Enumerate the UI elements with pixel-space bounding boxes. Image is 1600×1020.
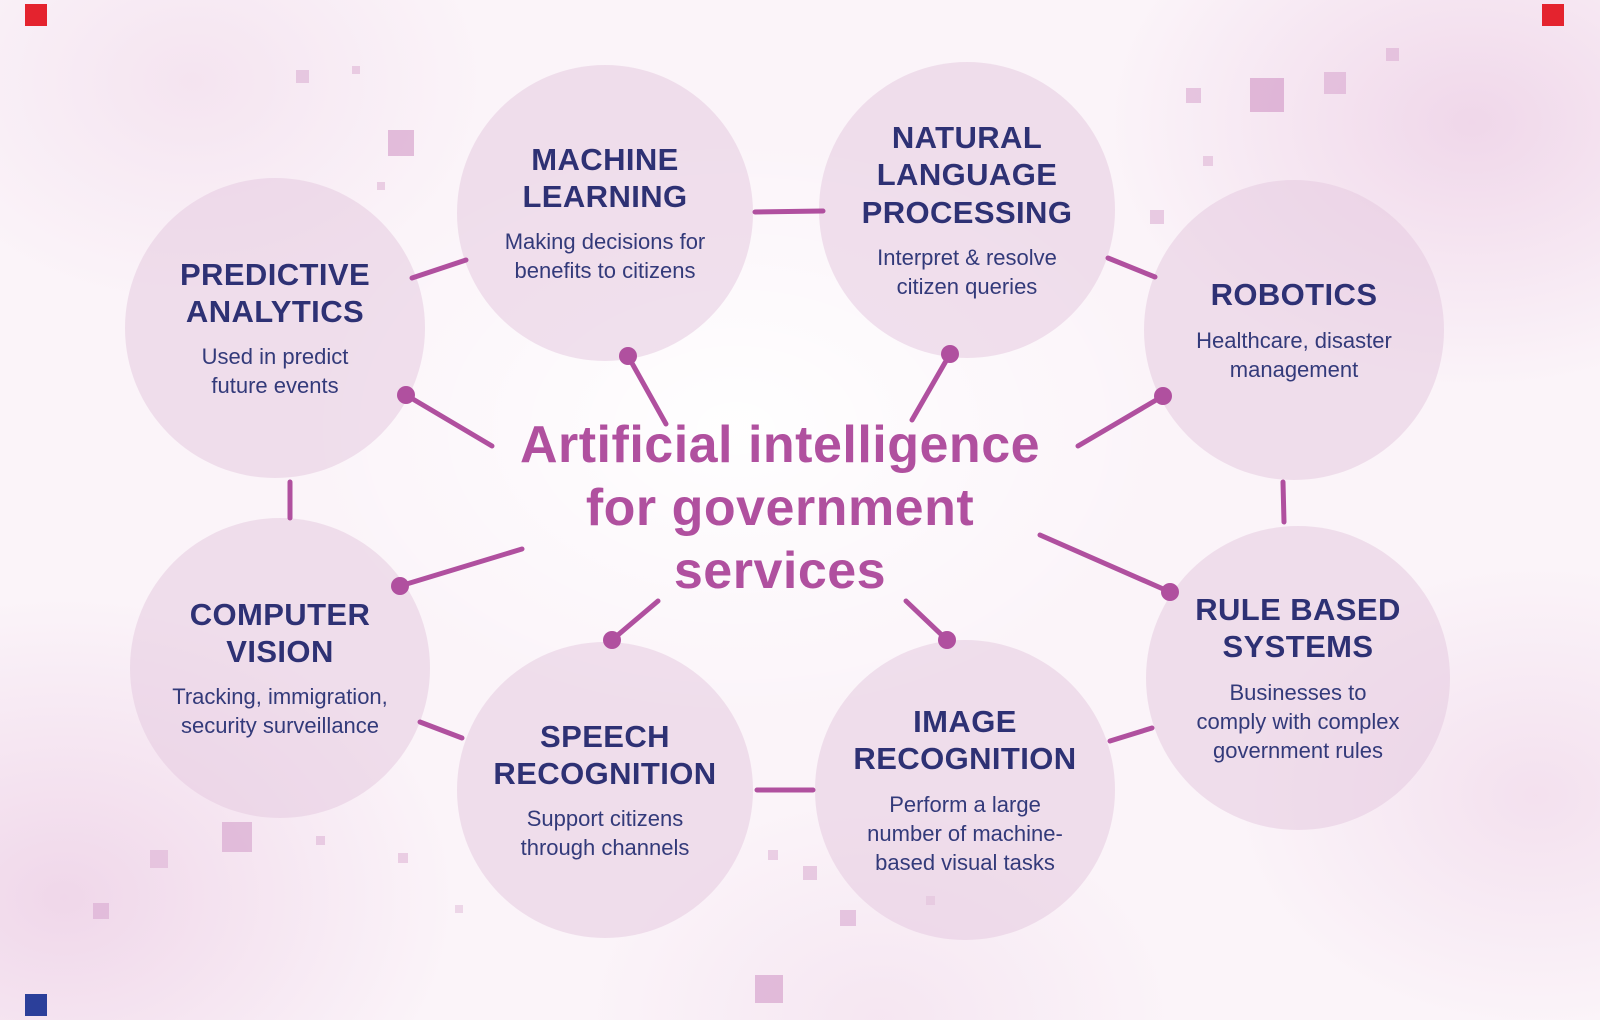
- decor-square: [377, 182, 385, 190]
- node-title: COMPUTER VISION: [189, 596, 371, 669]
- node-speech-recognition: SPEECH RECOGNITION Support citizens thro…: [457, 642, 753, 938]
- decor-square: [1386, 48, 1399, 61]
- node-predictive-analytics: PREDICTIVE ANALYTICS Used in predict fut…: [125, 178, 425, 478]
- decor-square: [840, 910, 856, 926]
- node-description: Perform a large number of machine- based…: [867, 791, 1063, 875]
- decor-square: [803, 866, 817, 880]
- decor-square: [93, 903, 109, 919]
- node-title: RULE BASED SYSTEMS: [1195, 592, 1401, 665]
- node-machine-learning: MACHINE LEARNING Making decisions for be…: [457, 65, 753, 361]
- node-title: SPEECH RECOGNITION: [493, 718, 717, 791]
- node-description: Used in predict future events: [201, 344, 349, 399]
- node-natural-language-processing: NATURAL LANGUAGE PROCESSING Interpret & …: [819, 62, 1115, 358]
- node-title: ROBOTICS: [1210, 277, 1378, 313]
- decor-square: [755, 975, 783, 1003]
- node-description: Making decisions for benefits to citizen…: [504, 229, 706, 284]
- node-description: Healthcare, disaster management: [1196, 327, 1392, 382]
- node-title: MACHINE LEARNING: [522, 141, 688, 214]
- decor-square: [316, 836, 325, 845]
- node-description: Businesses to comply with complex govern…: [1196, 679, 1400, 763]
- node-robotics: ROBOTICS Healthcare, disaster management: [1144, 180, 1444, 480]
- decor-square: [1203, 156, 1213, 166]
- decor-square: [296, 70, 309, 83]
- decor-square: [455, 905, 463, 913]
- decor-square: [1150, 210, 1164, 224]
- node-description: Interpret & resolve citizen queries: [877, 244, 1057, 299]
- decor-square: [1186, 88, 1201, 103]
- decor-square: [1250, 78, 1284, 112]
- node-image-recognition: IMAGE RECOGNITION Perform a large number…: [815, 640, 1115, 940]
- decor-square: [352, 66, 360, 74]
- corner-mark-blue: [25, 994, 47, 1016]
- decor-square: [222, 822, 252, 852]
- node-title: IMAGE RECOGNITION: [853, 704, 1077, 777]
- node-title: PREDICTIVE ANALYTICS: [179, 256, 371, 329]
- diagram-title: Artificial intelligence for government s…: [519, 416, 1041, 600]
- corner-mark-red-left: [25, 4, 47, 26]
- corner-mark-red-right: [1542, 4, 1564, 26]
- decor-square: [388, 130, 414, 156]
- decor-square: [1324, 72, 1346, 94]
- node-rule-based-systems: RULE BASED SYSTEMS Businesses to comply …: [1146, 526, 1450, 830]
- node-description: Support citizens through channels: [520, 806, 690, 861]
- node-title: NATURAL LANGUAGE PROCESSING: [861, 120, 1073, 230]
- decor-square: [398, 853, 408, 863]
- decor-square: [150, 850, 168, 868]
- decor-square: [768, 850, 778, 860]
- node-computer-vision: COMPUTER VISION Tracking, immigration, s…: [130, 518, 430, 818]
- node-description: Tracking, immigration, security surveill…: [172, 684, 388, 739]
